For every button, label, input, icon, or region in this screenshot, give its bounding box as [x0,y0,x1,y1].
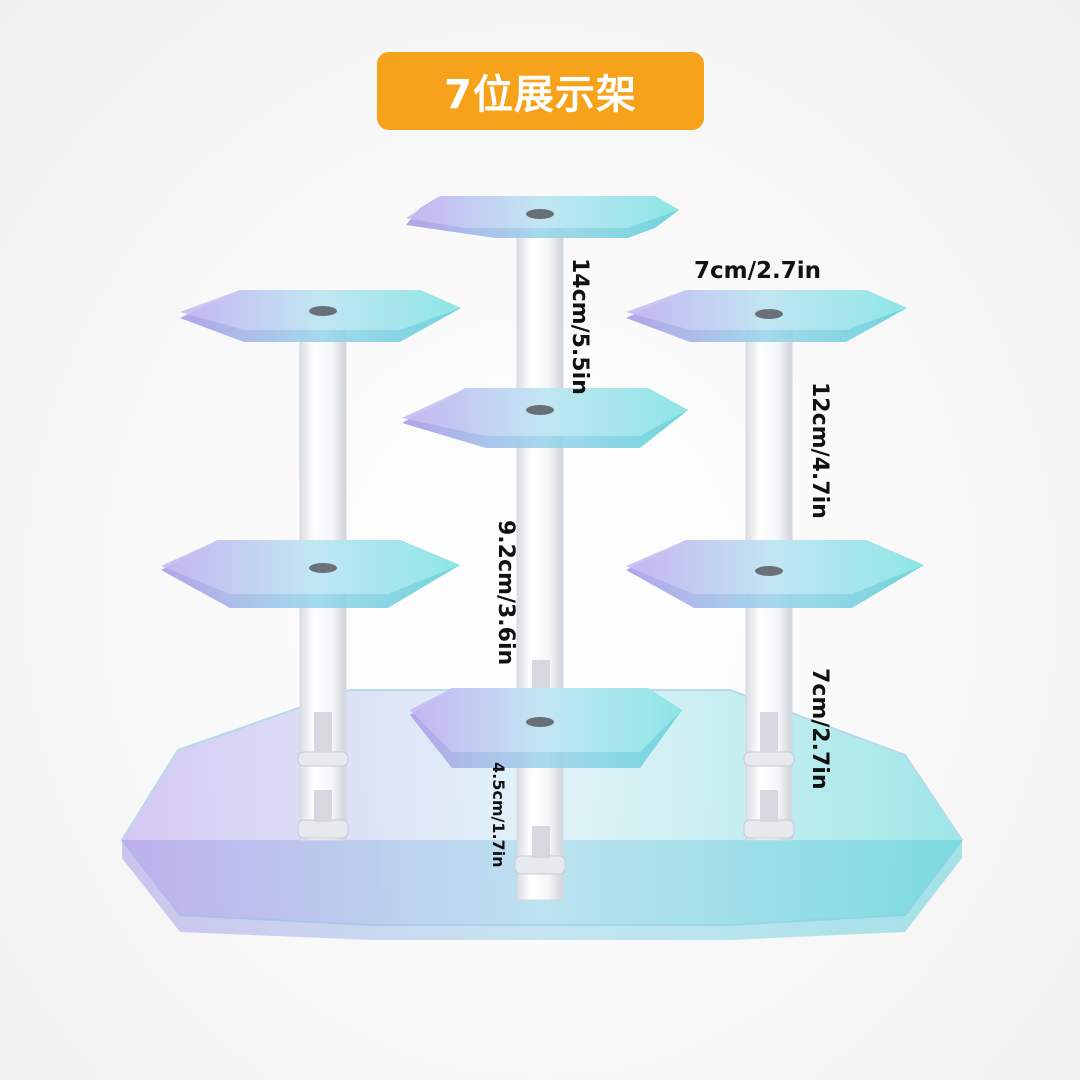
shelf-lower-left [161,540,460,608]
dimension-center-tall: 14cm/5.5in [567,258,592,395]
title-badge: 7位展示架 [377,52,704,130]
dimension-right-lower: 7cm/2.7in [807,668,832,790]
shelf-upper-left [180,290,461,342]
dimension-right-upper: 12cm/4.7in [807,382,832,519]
shelf-top-center [406,196,679,238]
shelf-lower-right [626,540,924,608]
shelf-upper-right [626,290,907,342]
shelf-middle-center [402,388,688,448]
dimension-center-mid: 9.2cm/3.6in [493,520,518,666]
dimension-center-low: 4.5cm/1.7in [489,762,508,868]
dimension-top-width: 7cm/2.7in [694,258,822,284]
pole-center [514,209,566,901]
shelf-bottom-center [410,688,682,768]
